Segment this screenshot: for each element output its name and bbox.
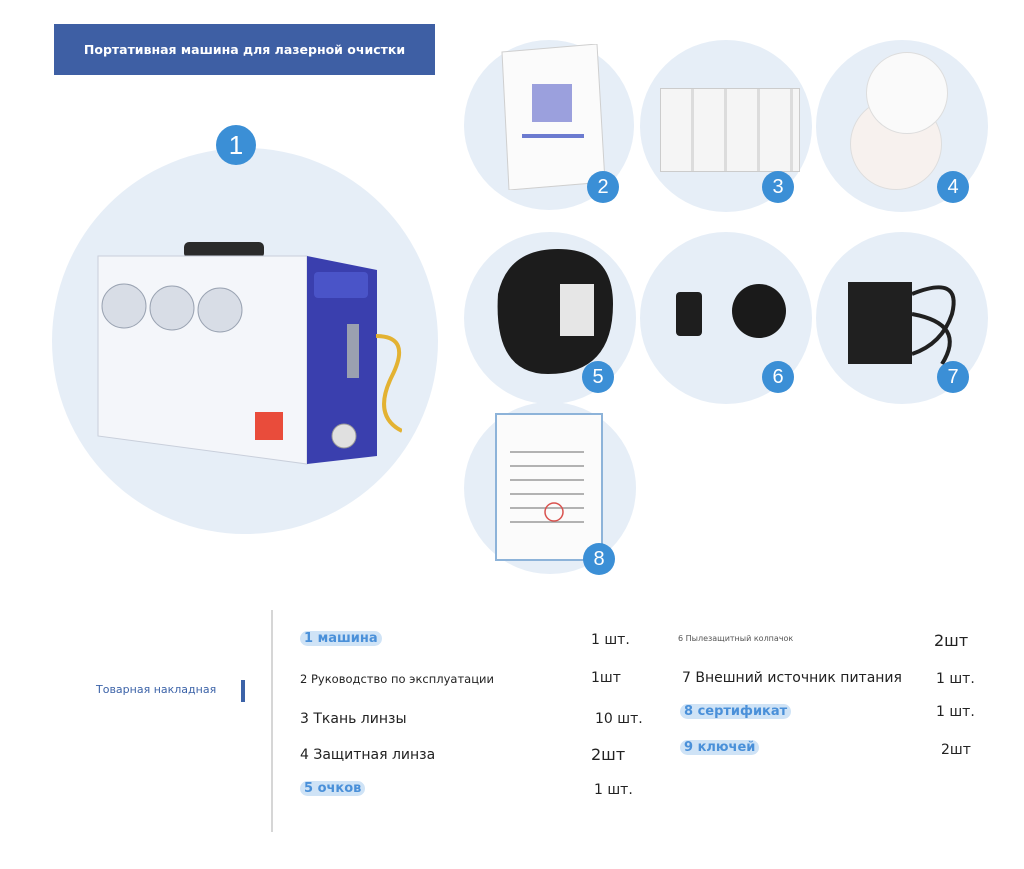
certificate-image (495, 413, 603, 561)
list-item-label: 5 очков (300, 781, 366, 796)
goggles-case-image (497, 249, 613, 374)
list-item-label: 1 машина (300, 631, 382, 646)
dust-cap-image-2 (732, 284, 786, 338)
list-item-qty: 2шт (591, 745, 626, 764)
list-item-name: 3 Ткань линзы (300, 711, 407, 727)
list-item-name: 7 Внешний источник питания (682, 670, 902, 686)
laser-machine-image (97, 242, 402, 465)
badge-4: 4 (937, 171, 969, 203)
badge-3: 3 (762, 171, 794, 203)
page-banner: Портативная машина для лазерной очистки (54, 24, 435, 75)
packing-list-label: Товарная накладная (96, 683, 217, 696)
list-item-qty: 2шт (934, 631, 969, 650)
list-item-qty: 1 шт. (591, 632, 630, 648)
power-supply-image (848, 282, 956, 366)
badge-5: 5 (582, 361, 614, 393)
list-item-label: 8 сертификат (680, 704, 792, 719)
list-item-qty: 1шт (591, 670, 621, 686)
list-item-qty: 1 шт. (936, 704, 975, 720)
dust-cap-image (676, 292, 702, 336)
protective-lens-image-2 (866, 52, 948, 134)
badge-6: 6 (762, 361, 794, 393)
list-item-label: 9 ключей (680, 740, 760, 755)
badge-7: 7 (937, 361, 969, 393)
list-item-qty: 1 шт. (594, 782, 633, 798)
packing-list-accent-bar (241, 680, 245, 702)
list-item-qty: 2шт (941, 742, 971, 758)
list-item-name: 5 очков (300, 781, 366, 796)
badge-1: 1 (216, 125, 256, 165)
list-item-qty: 10 шт. (595, 711, 643, 727)
list-item-name: 2 Руководство по эксплуатации (300, 672, 494, 686)
list-item-name: 6 Пылезащитный колпачок (678, 634, 794, 643)
manual-image (501, 44, 606, 190)
list-item-qty: 1 шт. (936, 671, 975, 687)
list-item-name: 9 ключей (680, 740, 760, 755)
badge-2: 2 (587, 171, 619, 203)
list-item-name: 4 Защитная линза (300, 747, 436, 763)
badge-8: 8 (583, 543, 615, 575)
list-item-name: 8 сертификат (680, 704, 792, 719)
list-item-name: 1 машина (300, 631, 382, 646)
packing-list-divider (271, 610, 273, 832)
lens-cloth-image (660, 88, 800, 172)
